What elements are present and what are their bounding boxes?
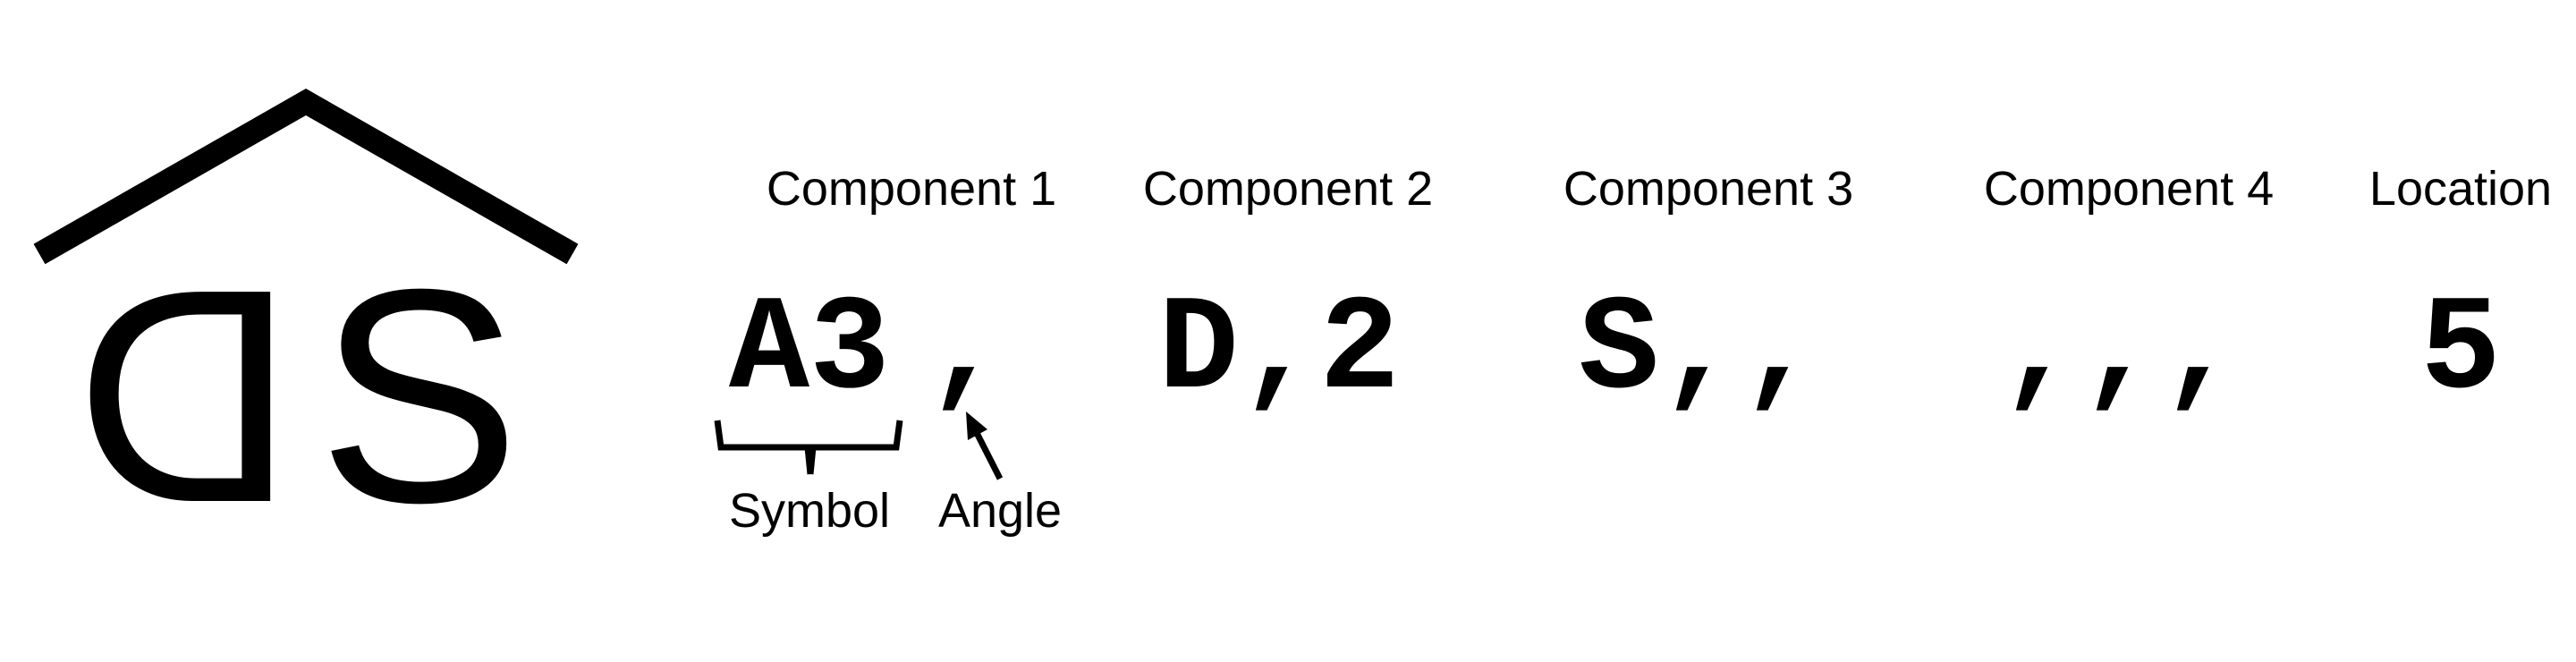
header-component-1: Component 1: [766, 162, 1057, 216]
symbol-label: Symbol: [728, 484, 891, 538]
angle-arrow-head: [966, 412, 987, 440]
roof-shape: [33, 89, 579, 265]
symbol-brace: [714, 420, 903, 475]
header-location: Location: [2368, 162, 2553, 216]
ds-logo: D S: [33, 89, 579, 537]
code-component-1: A3: [728, 276, 891, 428]
code-component-2: D,2: [1157, 276, 1401, 428]
code-component-3: S,,: [1578, 276, 1821, 428]
header-component-2: Component 2: [1142, 162, 1434, 216]
angle-label: Angle: [937, 484, 1063, 538]
logo-letter-d: D: [75, 226, 295, 537]
code-location: 5: [2419, 276, 2501, 428]
header-component-4: Component 4: [1983, 162, 2275, 216]
angle-comma: ,: [926, 276, 1007, 428]
angle-arrow-shaft: [971, 428, 1004, 480]
logo-letter-s: S: [318, 226, 521, 537]
header-component-3: Component 3: [1563, 162, 1854, 216]
code-component-4: ,,,: [1998, 276, 2241, 428]
